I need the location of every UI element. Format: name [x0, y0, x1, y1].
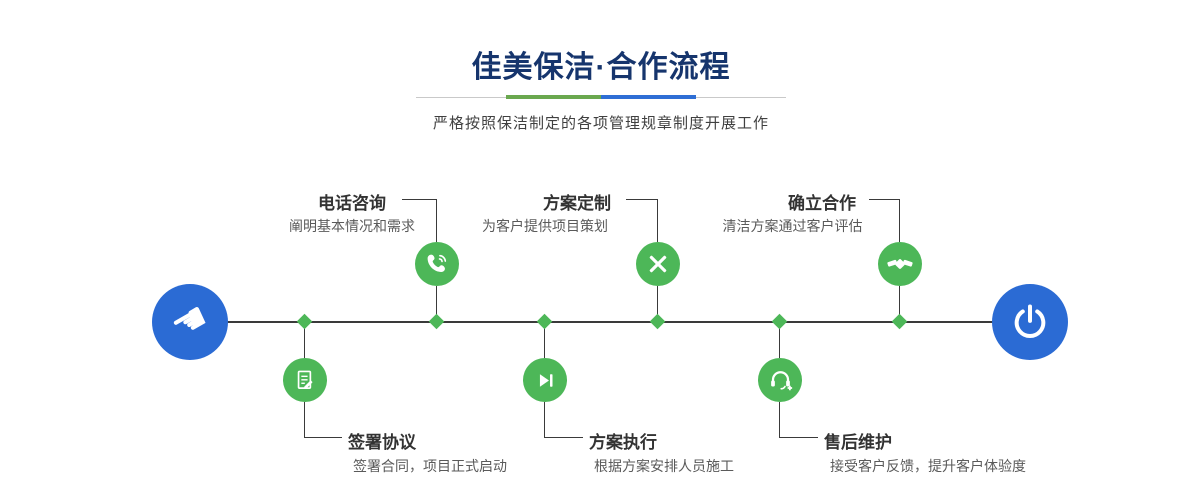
step-title: 确立合作 — [788, 194, 856, 213]
title-divider-blue-segment — [601, 95, 696, 99]
connector-line — [899, 199, 900, 242]
connector-line — [544, 437, 583, 438]
contract-icon — [297, 370, 312, 389]
title-divider-green-segment — [506, 95, 601, 99]
step-desc: 为客户提供项目策划 — [482, 218, 608, 234]
step-title: 方案执行 — [589, 433, 657, 452]
connector-line — [544, 322, 545, 358]
hand-pointer-icon: ☚ — [162, 293, 218, 351]
flow-end-circle — [992, 284, 1068, 360]
flow-node-diamond — [428, 313, 445, 330]
connector-line — [779, 322, 780, 358]
connector-line — [626, 199, 658, 200]
step-title: 方案定制 — [543, 194, 611, 213]
connector-line — [436, 199, 437, 242]
step-title: 签署协议 — [348, 433, 416, 452]
connector-line — [544, 402, 545, 438]
play-icon — [539, 373, 553, 387]
connector-line — [779, 402, 780, 438]
flow-start-circle: ☚ — [152, 284, 228, 360]
connector-line — [304, 437, 342, 438]
timeline-line — [190, 321, 1030, 323]
connector-line — [899, 286, 900, 322]
step-desc: 签署合同，项目正式启动 — [353, 458, 507, 474]
step-title: 电话咨询 — [318, 194, 386, 213]
flow-node-diamond — [296, 313, 313, 330]
connector-line — [779, 437, 818, 438]
connector-line — [436, 286, 437, 322]
design-icon — [649, 255, 667, 273]
step-desc: 清洁方案通过客户评估 — [722, 218, 863, 234]
handshake-icon — [887, 259, 913, 269]
page-title: 佳美保洁·合作流程 — [471, 51, 731, 84]
step-title: 售后维护 — [824, 433, 892, 452]
step-circle-phone — [415, 242, 459, 286]
step-circle-handshake — [878, 242, 922, 286]
connector-line — [869, 199, 900, 200]
connector-line — [657, 199, 658, 242]
step-circle-contract — [283, 358, 327, 402]
connector-line — [657, 286, 658, 322]
flow-node-diamond — [891, 313, 908, 330]
flow-node-diamond — [771, 313, 788, 330]
page-subtitle: 严格按照保洁制定的各项管理规章制度开展工作 — [432, 115, 769, 132]
step-desc: 阐明基本情况和需求 — [289, 218, 415, 234]
flow-node-diamond — [536, 313, 553, 330]
step-desc: 根据方案安排人员施工 — [594, 458, 734, 474]
headset-icon — [770, 370, 792, 390]
step-desc: 接受客户反馈，提升客户体验度 — [830, 458, 1026, 474]
step-circle-headset — [758, 358, 802, 402]
flow-node-diamond — [649, 313, 666, 330]
step-circle-play — [523, 358, 567, 402]
step-circle-design — [636, 242, 680, 286]
connector-line — [304, 322, 305, 358]
phone-icon — [427, 254, 447, 272]
connector-line — [304, 402, 305, 438]
connector-line — [402, 199, 437, 200]
power-icon — [1014, 304, 1046, 338]
